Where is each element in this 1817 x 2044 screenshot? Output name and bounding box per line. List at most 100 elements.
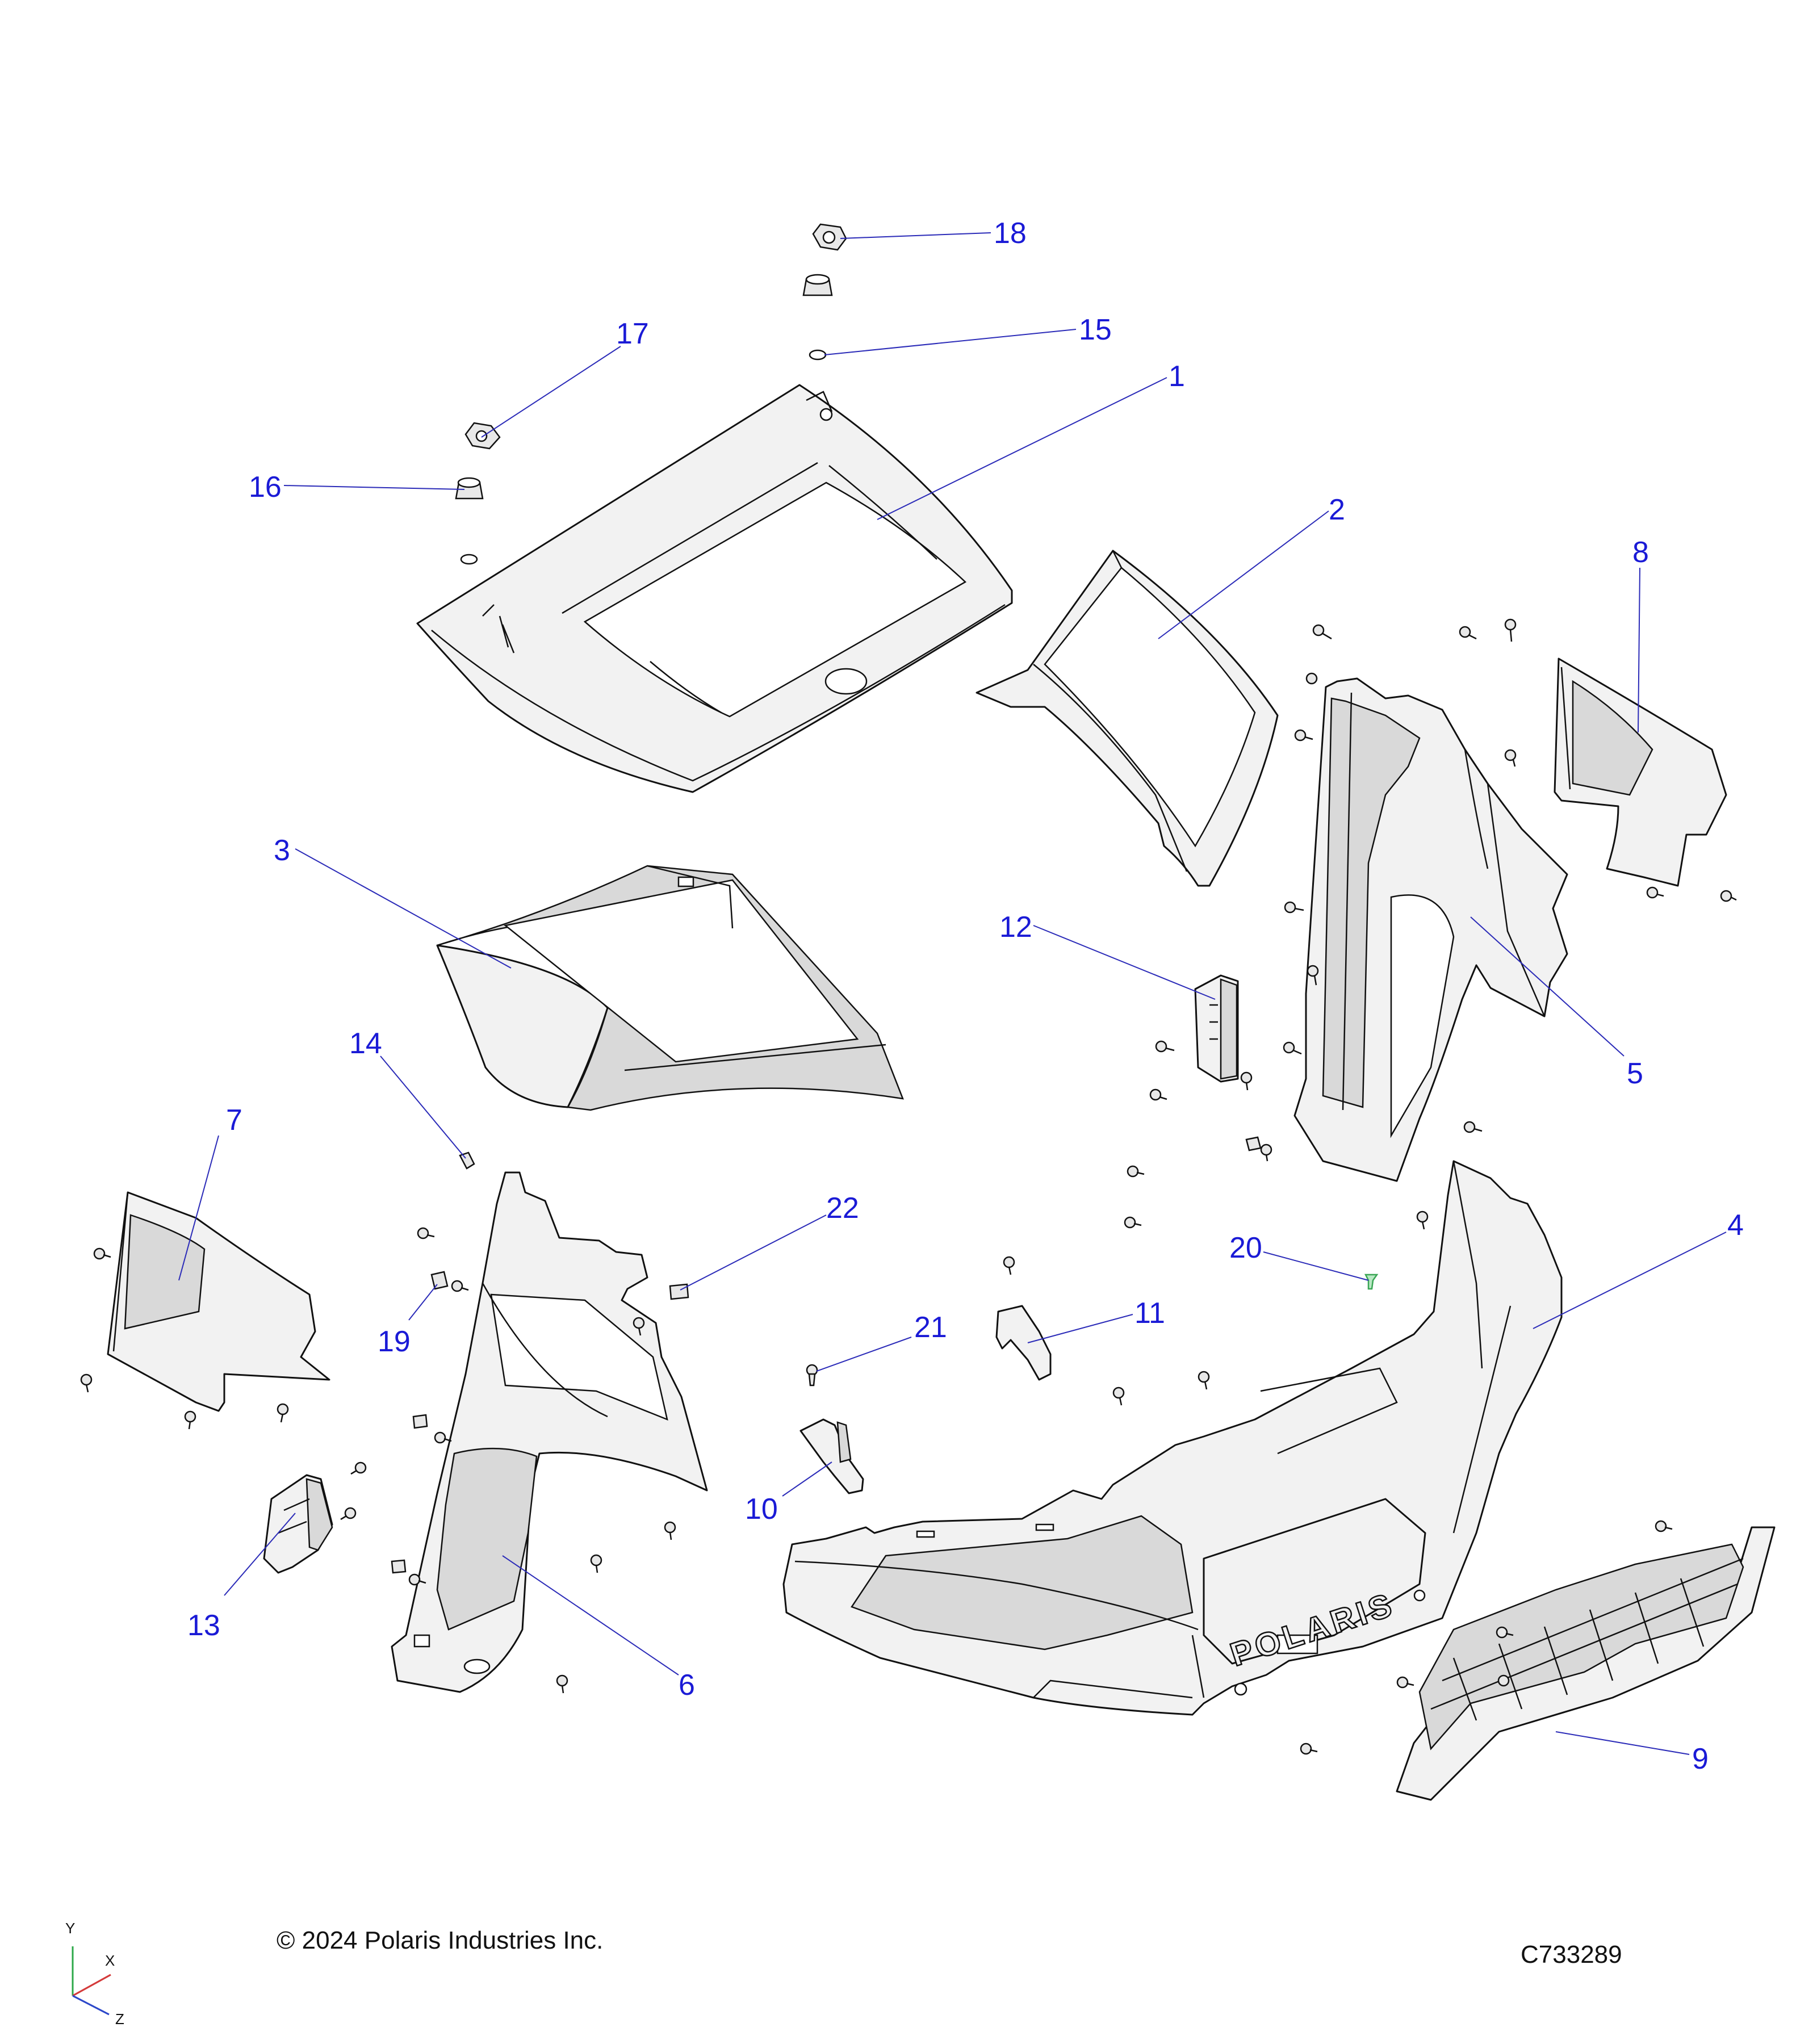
screw-f [1305, 672, 1318, 685]
callout-20: 20 [1229, 1232, 1262, 1264]
screw-i [1283, 1041, 1302, 1055]
callout-1: 1 [1169, 360, 1185, 393]
part-7-left-shroud [107, 1191, 330, 1412]
nut-a [412, 1414, 428, 1429]
leader-13 [224, 1513, 296, 1596]
axis-x-line [72, 1974, 111, 1997]
axis-x-label: X [105, 1952, 115, 1969]
screw-af [590, 1554, 602, 1573]
screw-r [1124, 1216, 1142, 1229]
callout-7: 7 [226, 1104, 242, 1137]
part-12-bracket [1194, 974, 1239, 1083]
leader-7 [178, 1135, 219, 1281]
leader-1 [877, 377, 1167, 520]
screw-m [1463, 1121, 1483, 1133]
part-11-bracket [995, 1305, 1052, 1381]
callout-6: 6 [679, 1669, 695, 1702]
screw-an [93, 1247, 111, 1260]
screw-ae [664, 1521, 676, 1540]
axis-z-line [72, 1995, 110, 2016]
screw-s [1416, 1211, 1429, 1230]
screw-am [184, 1410, 196, 1430]
screw-q [1127, 1165, 1145, 1178]
screw-u [1112, 1387, 1125, 1406]
leader-17 [481, 346, 621, 438]
screw-ao [80, 1373, 93, 1393]
callout-9: 9 [1692, 1743, 1709, 1775]
screw-l [1240, 1071, 1253, 1091]
screw-w [1655, 1520, 1673, 1532]
screw-aa [1497, 1674, 1510, 1687]
callout-19: 19 [378, 1325, 411, 1358]
screw-j [1155, 1040, 1175, 1053]
part-8-right-shroud [1554, 657, 1727, 887]
screw-ah [434, 1431, 452, 1444]
fastener-14 [459, 1151, 475, 1170]
leader-16 [283, 485, 465, 490]
leader-12 [1033, 925, 1216, 1000]
callout-11: 11 [1134, 1297, 1165, 1330]
screw-p [1720, 890, 1737, 902]
callout-13: 13 [187, 1609, 220, 1642]
callout-15: 15 [1079, 313, 1112, 346]
axis-triad: Y X Z [65, 1920, 124, 2028]
leader-5 [1470, 916, 1625, 1057]
callout-5: 5 [1627, 1057, 1643, 1090]
leader-3 [295, 848, 512, 969]
part-4-front-bumper: POLARIS [782, 1160, 1563, 1716]
callout-12: 12 [999, 911, 1032, 944]
leader-10 [782, 1461, 832, 1497]
leader-11 [1027, 1314, 1133, 1343]
callout-22: 22 [826, 1192, 859, 1225]
screw-y [1396, 1676, 1414, 1689]
leader-15 [824, 329, 1077, 355]
clip-19 [430, 1271, 449, 1290]
leader-8 [1638, 567, 1640, 733]
screw-h [1307, 965, 1319, 986]
callout-14: 14 [349, 1027, 382, 1060]
part-5-right-fender [1293, 677, 1568, 1182]
drawing-code: C733289 [1521, 1941, 1622, 1968]
leader-2 [1158, 510, 1329, 639]
screw-g [1284, 901, 1304, 914]
screw-ai [408, 1573, 426, 1586]
callout-2: 2 [1329, 493, 1345, 526]
leader-21 [816, 1337, 912, 1372]
screw-z [1300, 1743, 1318, 1755]
leader-22 [680, 1214, 827, 1291]
hood-hardware [455, 223, 847, 565]
screw-d [1504, 749, 1517, 767]
screw-ac [451, 1280, 469, 1292]
callout-10: 10 [745, 1493, 778, 1526]
callout-17: 17 [616, 317, 649, 350]
screw-ad [633, 1317, 645, 1336]
nut-b [391, 1559, 407, 1574]
axis-y-label: Y [65, 1920, 75, 1937]
part-2-side-panel [976, 550, 1279, 887]
screw-x [1496, 1626, 1514, 1639]
screw-n [1260, 1144, 1272, 1162]
callout-18: 18 [994, 217, 1027, 250]
screw-aj [350, 1461, 367, 1475]
leader-18 [840, 232, 991, 239]
part-13-bracket [263, 1474, 333, 1574]
leader-6 [502, 1555, 679, 1676]
part-9-grille [1396, 1526, 1776, 1801]
screw-k [1149, 1088, 1167, 1101]
callout-21: 21 [914, 1311, 947, 1344]
callout-16: 16 [249, 471, 282, 504]
screw-c [1459, 626, 1477, 640]
leader-19 [408, 1284, 438, 1321]
screw-b [1504, 618, 1517, 642]
screw-ak [340, 1507, 357, 1521]
screw-t [1003, 1256, 1015, 1275]
callout-4: 4 [1727, 1209, 1744, 1242]
clip-22 [669, 1283, 689, 1300]
screw-o [1646, 886, 1664, 899]
screw-e [1294, 729, 1313, 742]
fastener-20 [1364, 1274, 1379, 1290]
leader-9 [1555, 1731, 1690, 1755]
part-6-left-fender [391, 1171, 708, 1693]
callout-8: 8 [1632, 536, 1649, 569]
